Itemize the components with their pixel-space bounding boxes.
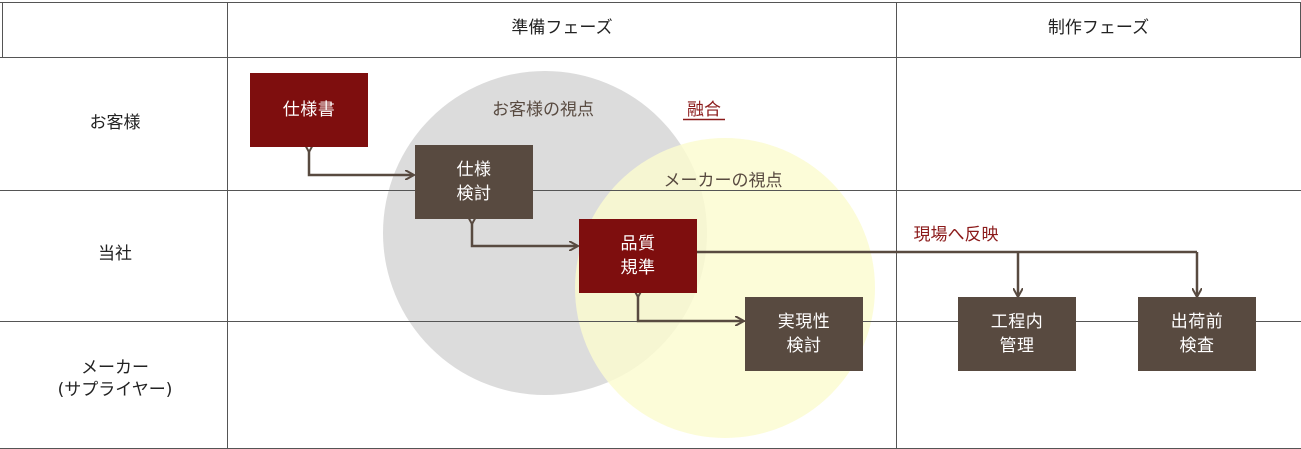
in-process-management-box: 工程内 管理 [958, 297, 1076, 371]
row-header-maker: メーカー (サプライヤー) [57, 358, 173, 400]
arrow-spec-to-review [309, 151, 413, 175]
row-header-company: 当社 [98, 244, 132, 264]
spec-review-box: 仕様 検討 [415, 145, 533, 219]
pre-shipment-inspection-box: 出荷前 検査 [1138, 297, 1256, 371]
reflect-to-site-label: 現場へ反映 [913, 225, 999, 245]
customer-viewpoint-label: お客様の視点 [492, 100, 594, 120]
quality-standard-box: 品質 規準 [579, 219, 697, 293]
maker-viewpoint-label: メーカーの視点 [663, 171, 783, 191]
flow-arrows [309, 151, 1197, 321]
feasibility-review-box: 実現性 検討 [745, 297, 863, 371]
arrow-quality-to-feasibility [638, 296, 743, 321]
phase-header-prep: 準備フェーズ [511, 18, 613, 38]
arrow-review-to-quality [472, 223, 577, 246]
phase-header-production: 制作フェーズ [1047, 18, 1150, 38]
spec-document-box: 仕様書 [250, 73, 368, 147]
row-header-customer: お客様 [89, 113, 141, 133]
fusion-label: 融合 [687, 100, 721, 120]
